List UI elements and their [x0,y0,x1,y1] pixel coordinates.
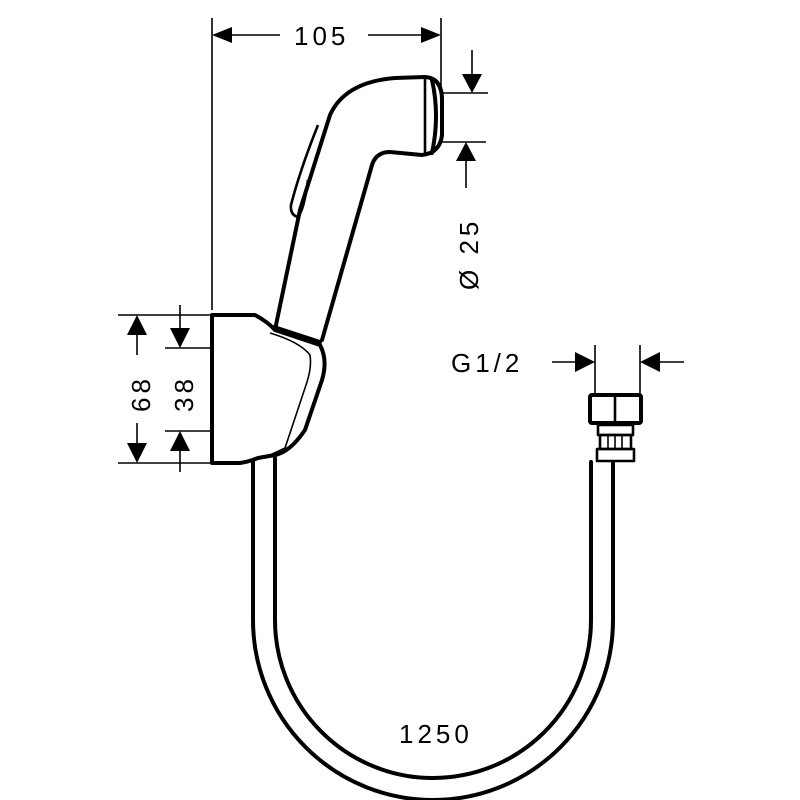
arrow-down-icon [462,74,482,93]
arrow-right-icon [575,352,595,372]
dimension-g12: G1/2 [451,345,684,395]
hand-shower-head [272,75,444,344]
arrow-left-icon [212,27,232,43]
dimension-label-38: 38 [169,375,199,412]
dimension-68: 68 [118,314,210,464]
hose-nut-connector [588,393,643,463]
arrow-right-icon [421,27,441,43]
arrow-up-icon [170,431,190,451]
arrow-down-icon [170,328,190,348]
shower-hose: 1250 [251,456,615,800]
arrow-left-icon [640,352,660,372]
arrow-up-icon [456,142,476,161]
arrow-up-icon [127,315,147,335]
dimension-label-g12: G1/2 [451,348,523,378]
dimension-diameter-25: Ø 25 [440,50,488,290]
arrow-down-icon [127,443,147,463]
dimension-label-diameter-25: Ø 25 [454,218,484,290]
dimension-38: 38 [165,305,210,472]
wall-holder [210,313,327,465]
dimension-label-105: 105 [294,21,349,51]
dimension-label-1250: 1250 [399,719,473,749]
dimension-105: 105 [211,18,442,310]
dimension-label-68: 68 [126,375,156,412]
